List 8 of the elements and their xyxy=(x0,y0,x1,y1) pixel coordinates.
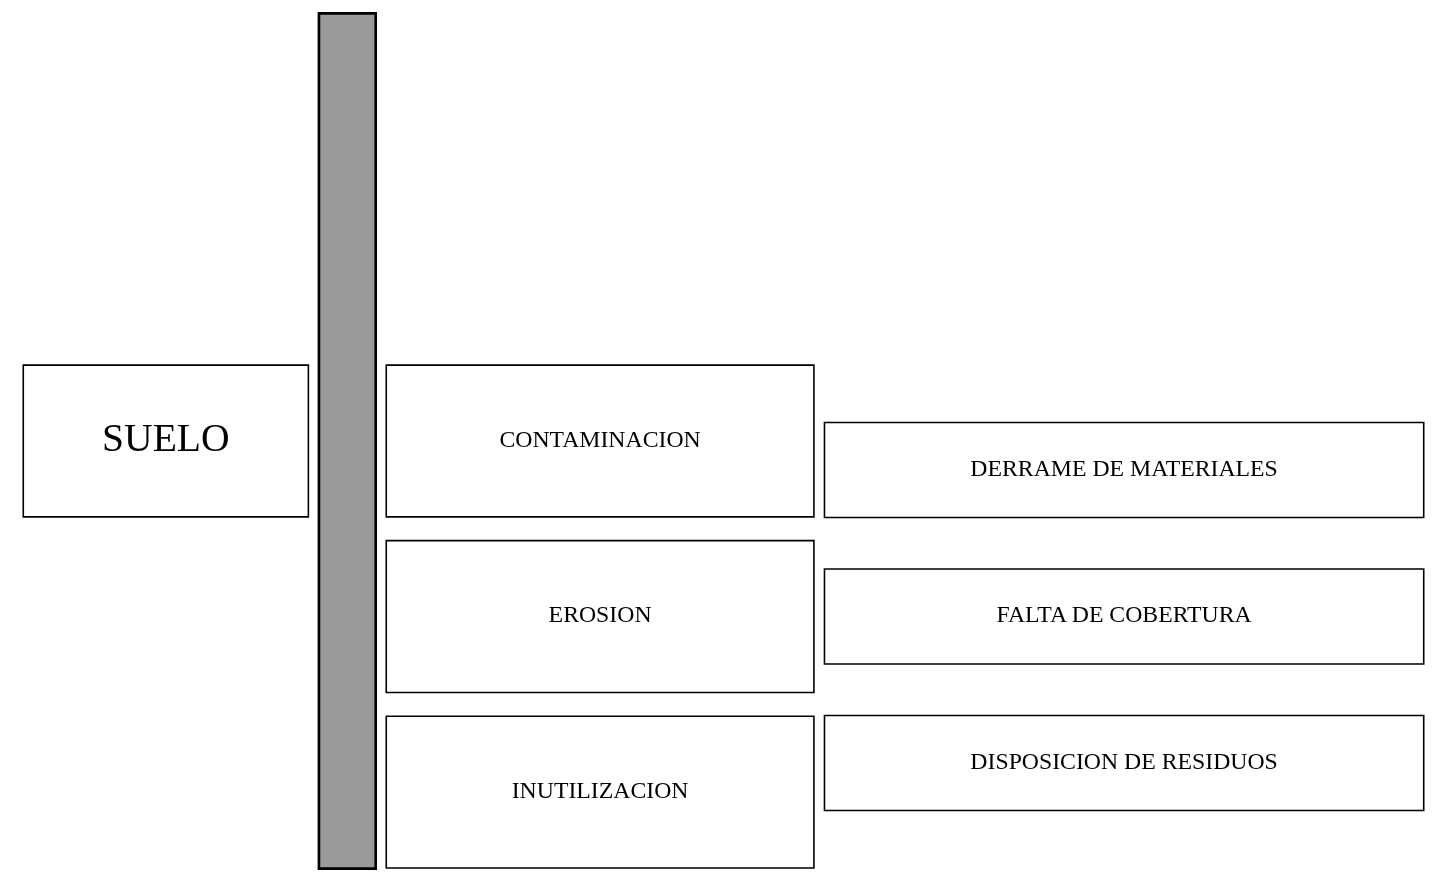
node-box: SUELO xyxy=(22,364,309,518)
node-box: FALTA DE COBERTURA xyxy=(823,568,1424,665)
node-box: EROSION xyxy=(384,539,815,694)
node-box: DERRAME DE MATERIALES xyxy=(823,421,1424,519)
node-bar xyxy=(317,12,377,870)
node-box: DISPOSICION DE RESIDUOS xyxy=(823,714,1424,812)
node-box: INUTILIZACION xyxy=(384,715,815,869)
node-box: CONTAMINACION xyxy=(384,364,815,518)
